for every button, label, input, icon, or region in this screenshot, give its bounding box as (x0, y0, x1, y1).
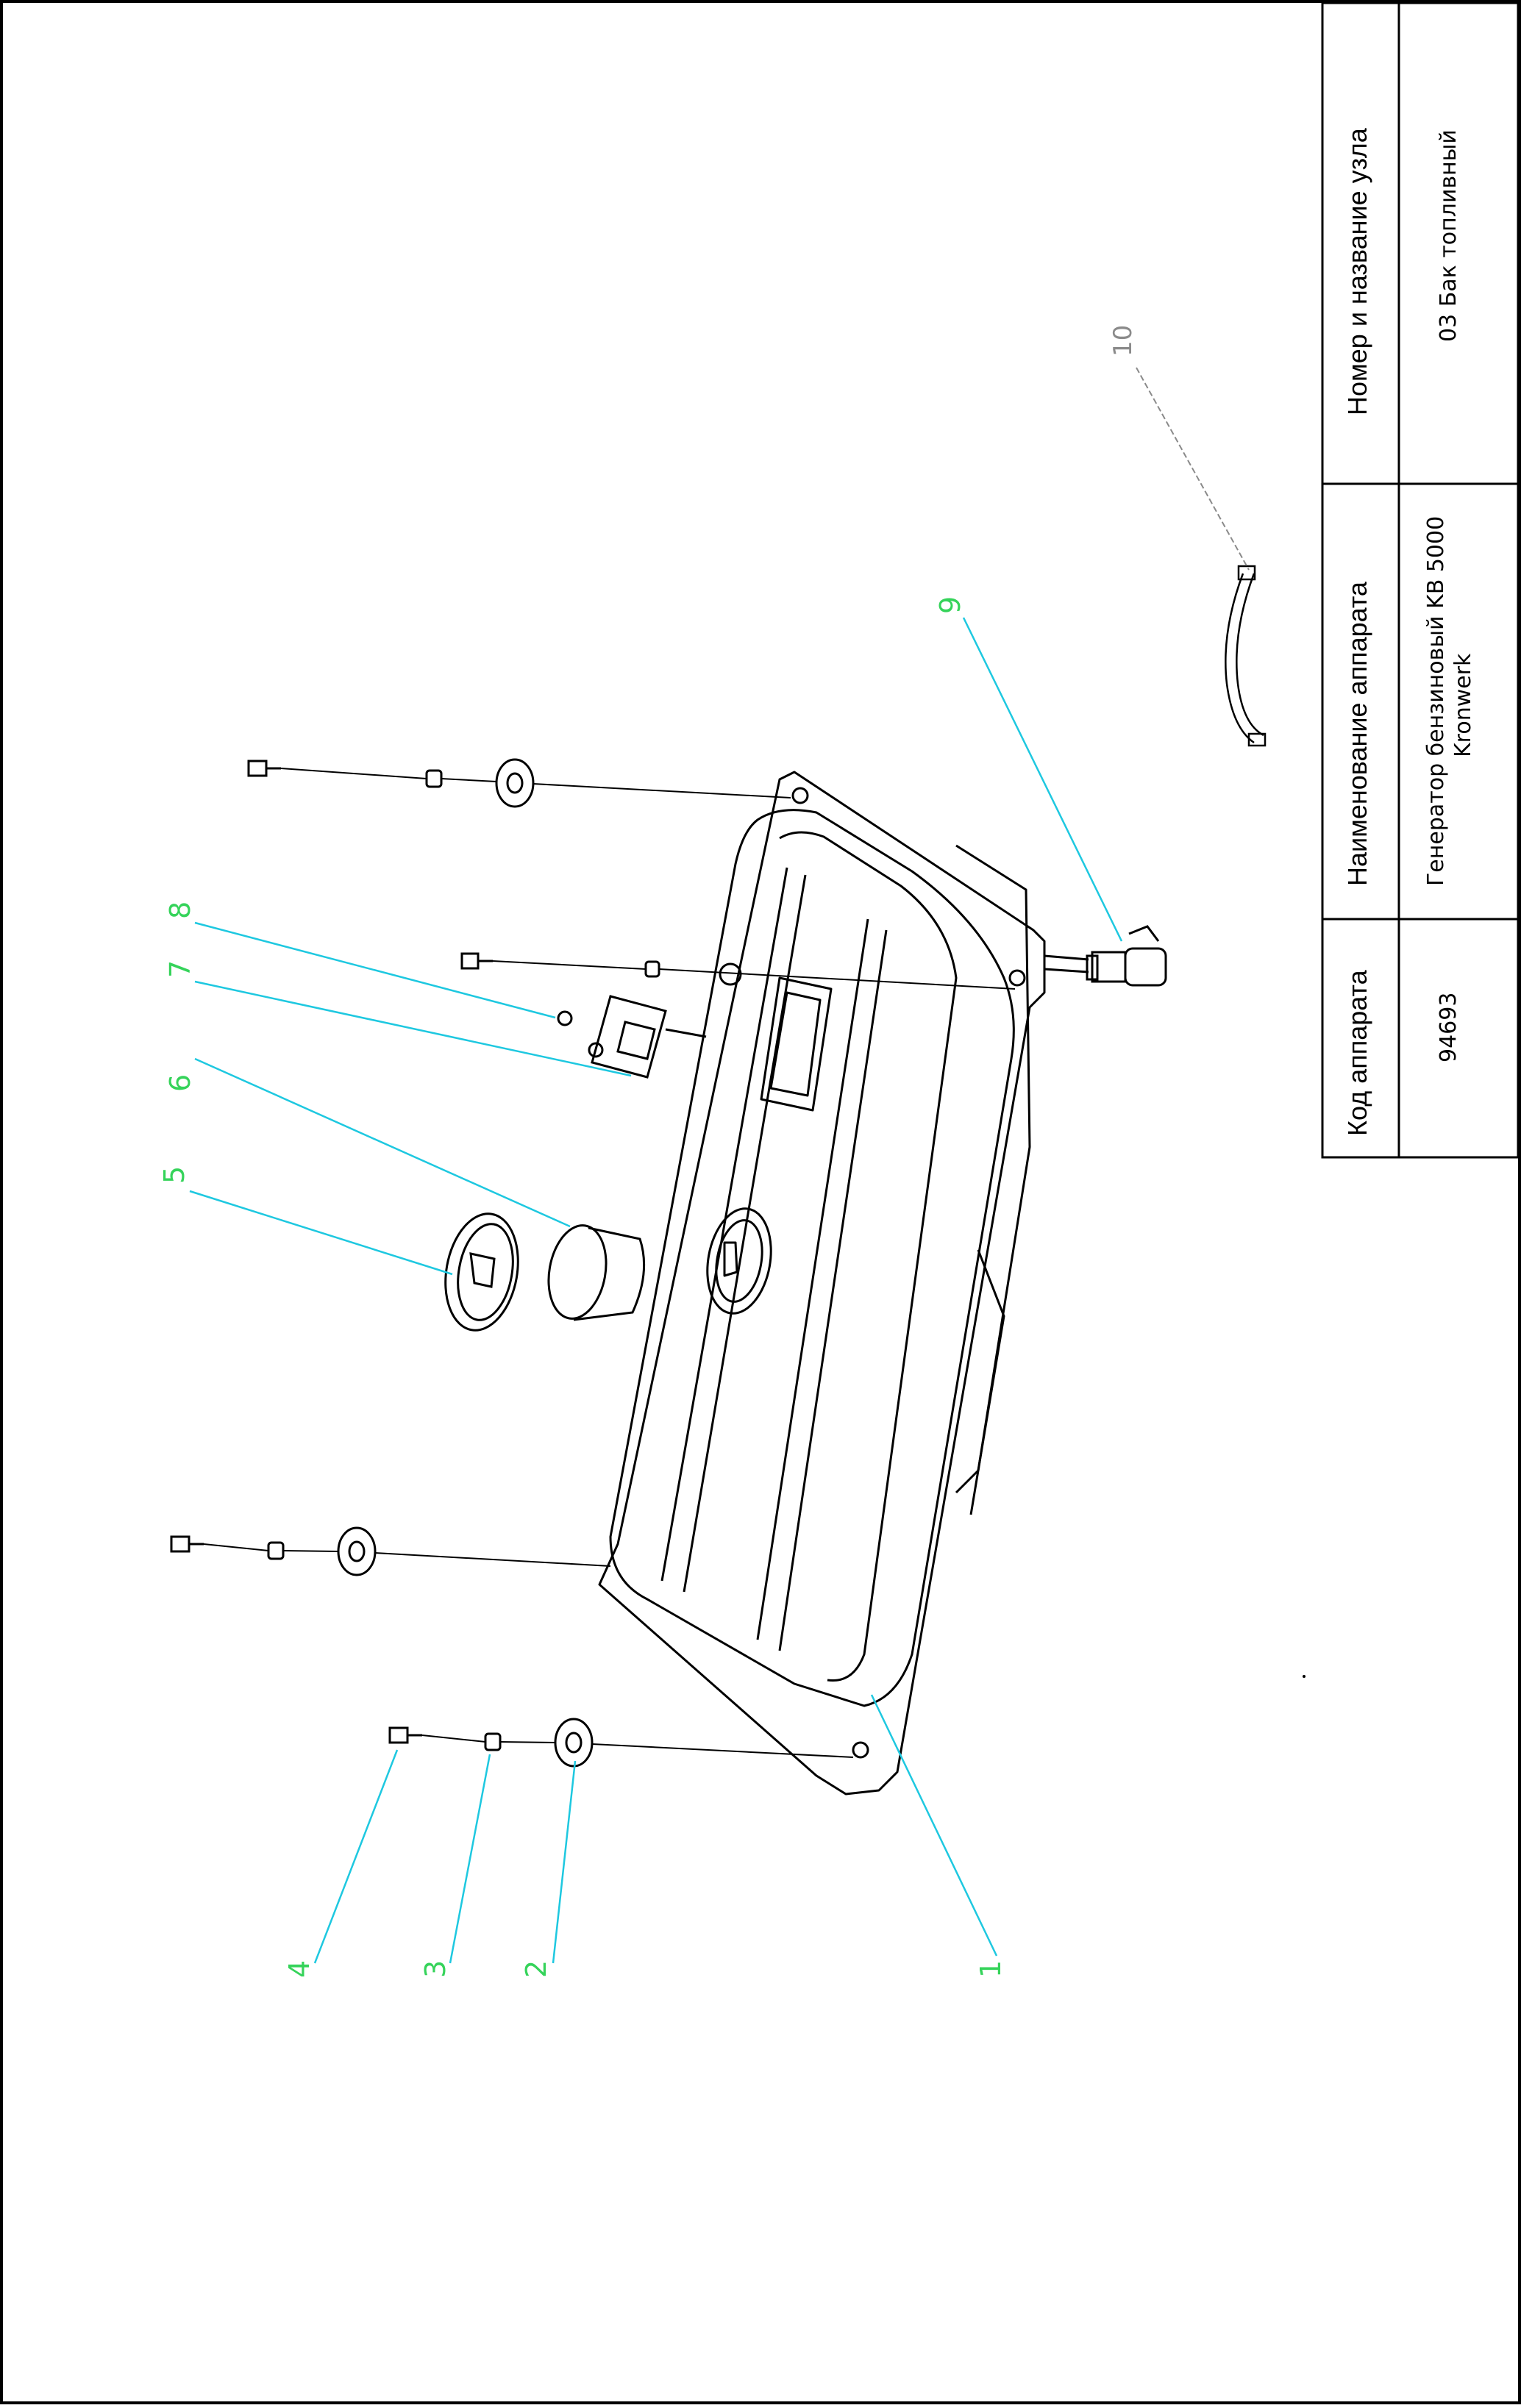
callout-5: 5 (158, 1166, 190, 1184)
name-header: Наименование аппарата (1342, 582, 1372, 886)
callout-4: 4 (283, 1960, 316, 1978)
fuel-cap (444, 1212, 519, 1332)
stray-dot (1303, 1675, 1306, 1678)
title-block-grid (1321, 1, 1520, 1159)
leader-line-10 (1136, 367, 1250, 571)
callout-10: 10 (1108, 325, 1138, 357)
callout-2: 2 (520, 1960, 552, 1978)
fuel-gauge-bracket (557, 995, 707, 1079)
callout-1: 1 (975, 1960, 1007, 1978)
callout-8: 8 (164, 901, 196, 919)
assembly-lines (203, 768, 1016, 1758)
filler-strainer (547, 1224, 646, 1321)
name-value-line1: Генератор бензиновый KB 5000 (1423, 515, 1449, 886)
leader-lines (189, 617, 1123, 1964)
fuel-valve (1086, 925, 1167, 987)
code-value: 94693 (1436, 992, 1461, 1062)
node-header: Номер и название узла (1342, 128, 1372, 415)
callout-6: 6 (164, 1074, 196, 1092)
callout-9: 9 (934, 596, 966, 614)
fuel-tank (598, 771, 1089, 1796)
fuel-hose (1225, 565, 1267, 747)
code-header: Код аппарата (1342, 970, 1372, 1136)
callout-7: 7 (164, 960, 196, 978)
node-value: 03 Бак топливный (1436, 129, 1461, 342)
name-value-line2: Kronwerk (1450, 653, 1476, 757)
callout-3: 3 (419, 1960, 452, 1978)
